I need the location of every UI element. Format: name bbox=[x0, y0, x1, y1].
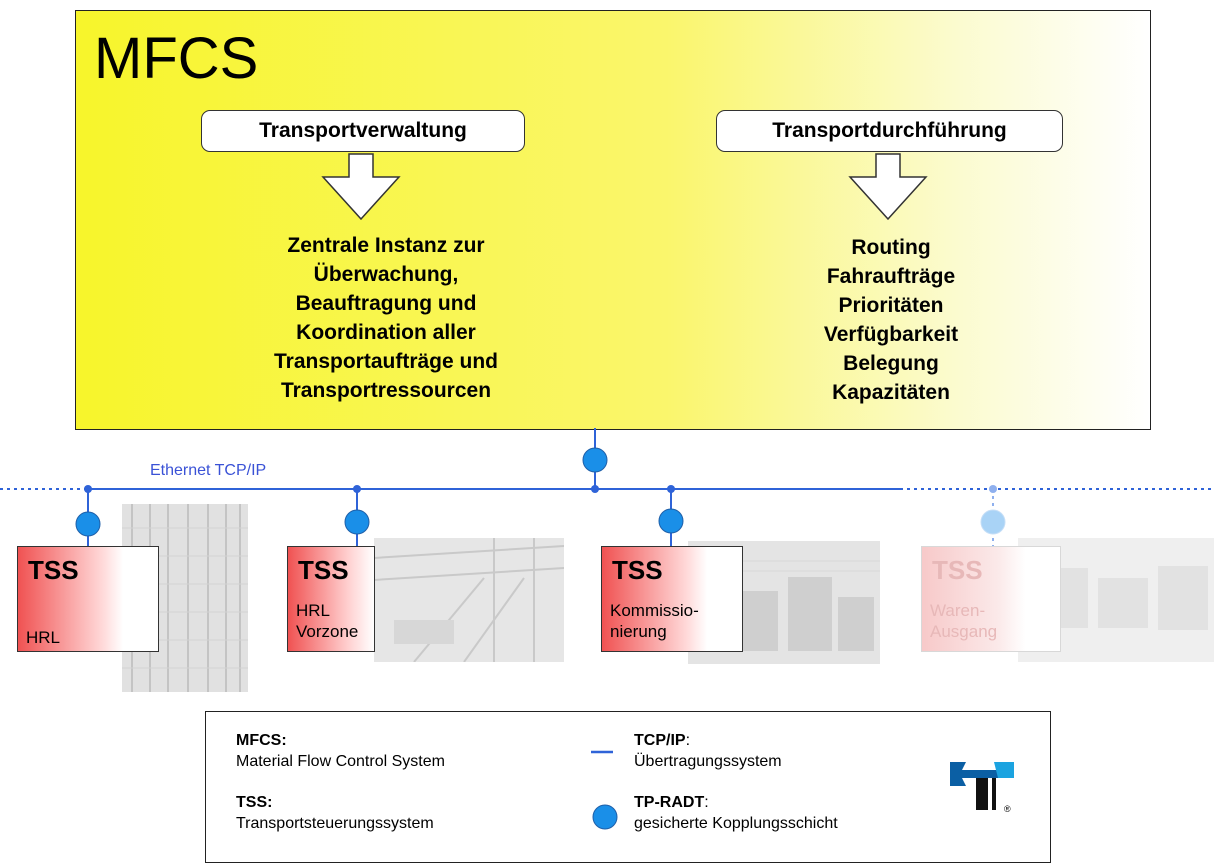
coupling-dot-legend-icon bbox=[592, 804, 618, 830]
desc-right-line: Prioritäten bbox=[838, 294, 944, 317]
tss-subtitle: Ausgang bbox=[930, 622, 998, 641]
bus-node bbox=[353, 485, 361, 493]
coupling-dot-icon bbox=[344, 509, 370, 535]
bus-node bbox=[591, 485, 599, 493]
legend-radt-term-wrap: TP-RADT: bbox=[634, 794, 709, 812]
tss-subtitle: Vorzone bbox=[296, 622, 359, 641]
legend-radt-colon: : bbox=[704, 794, 709, 811]
bus-node bbox=[84, 485, 92, 493]
tss-box-warenausgang: TSS Waren- Ausgang bbox=[921, 546, 1061, 652]
transportdurchfuehrung-header: Transportdurchführung bbox=[716, 110, 1063, 152]
legend-tcp-definition: Übertragungssystem bbox=[634, 753, 782, 770]
warehouse-photo-vorzone bbox=[374, 538, 564, 662]
desc-right-line: Kapazitäten bbox=[832, 381, 950, 404]
legend-tcp-term-wrap: TCP/IP: bbox=[634, 732, 690, 750]
legend-tss-term: TSS: bbox=[236, 794, 273, 811]
legend-mfcs-definition: Material Flow Control System bbox=[236, 753, 445, 770]
tss-subtitle: Waren- bbox=[930, 601, 986, 620]
mfcs-block: MFCS Transportverwaltung Transportdurchf… bbox=[75, 10, 1151, 430]
desc-left-line: Transportressourcen bbox=[280, 379, 492, 402]
legend-tcp-colon: : bbox=[685, 732, 691, 749]
logo-registered-mark: ® bbox=[1004, 804, 1011, 814]
desc-left-line: Beauftragung und bbox=[295, 292, 477, 315]
down-arrow-right-icon bbox=[848, 153, 928, 221]
bus-node-faded bbox=[989, 485, 997, 493]
mfcs-title: MFCS bbox=[94, 26, 259, 91]
legend-radt-term: TP-RADT bbox=[634, 794, 705, 811]
tss-title: TSS bbox=[612, 555, 663, 585]
tss-title: TSS bbox=[932, 555, 983, 585]
desc-left-line: Transportaufträge und bbox=[273, 350, 499, 373]
down-arrow-left-icon bbox=[321, 153, 401, 221]
bus-node bbox=[667, 485, 675, 493]
desc-left-line: Koordination aller bbox=[296, 321, 476, 344]
transportverwaltung-description: Zentrale Instanz zur Überwachung, Beauft… bbox=[186, 231, 586, 405]
legend-box: MFCS: Material Flow Control System TSS: … bbox=[205, 711, 1051, 863]
tss-box-hrl: TSS HRL bbox=[17, 546, 159, 652]
legend-tcp-term: TCP/IP bbox=[634, 732, 686, 749]
tss-subtitle: HRL bbox=[296, 601, 331, 620]
desc-right-line: Verfügbarkeit bbox=[823, 323, 959, 346]
desc-left-line: Zentrale Instanz zur bbox=[287, 234, 485, 257]
transportverwaltung-header: Transportverwaltung bbox=[201, 110, 525, 152]
desc-right-line: Belegung bbox=[843, 352, 939, 375]
coupling-dot-faded-icon bbox=[980, 509, 1006, 535]
coupling-dot-icon bbox=[582, 447, 608, 473]
tss-title: TSS bbox=[28, 555, 79, 585]
tss-subtitle: nierung bbox=[610, 622, 667, 641]
desc-right-line: Fahraufträge bbox=[826, 265, 956, 288]
tcp-line-icon bbox=[591, 750, 613, 754]
tss-box-kommissionierung: TSS Kommissio- nierung bbox=[601, 546, 743, 652]
company-logo-icon bbox=[950, 762, 1014, 810]
transportdurchfuehrung-description: Routing Fahraufträge Prioritäten Verfügb… bbox=[761, 233, 1021, 407]
coupling-dot-icon bbox=[75, 511, 101, 537]
tss-subtitle: HRL bbox=[26, 628, 61, 647]
ethernet-label: Ethernet TCP/IP bbox=[150, 462, 267, 479]
legend-tss-definition: Transportsteuerungssystem bbox=[236, 815, 434, 832]
legend-mfcs-term: MFCS: bbox=[236, 732, 287, 749]
legend-radt-definition: gesicherte Kopplungsschicht bbox=[634, 815, 838, 832]
tss-box-hrl-vorzone: TSS HRL Vorzone bbox=[287, 546, 375, 652]
tss-subtitle: Kommissio- bbox=[610, 601, 699, 620]
coupling-dot-icon bbox=[658, 508, 684, 534]
tss-title: TSS bbox=[298, 555, 349, 585]
desc-right-line: Routing bbox=[851, 236, 931, 259]
desc-left-line: Überwachung, bbox=[313, 263, 459, 286]
